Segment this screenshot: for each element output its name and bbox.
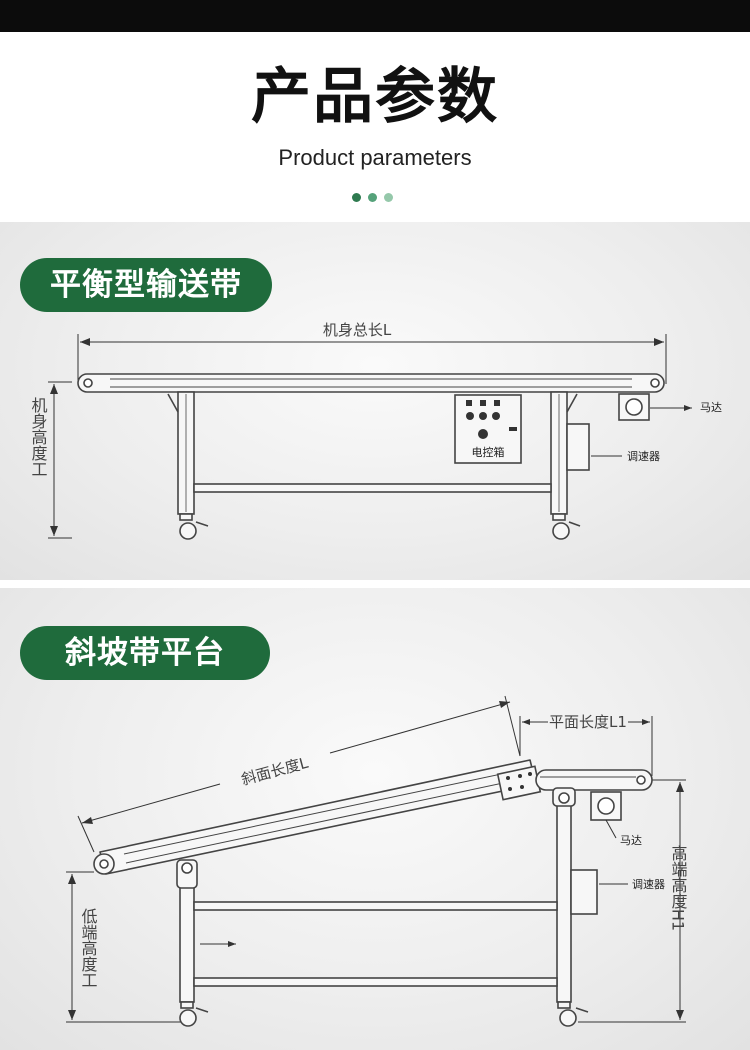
speed-controller-label: 调速器 [632,878,665,891]
flat-belt-frame [535,769,653,791]
brace-right [566,393,578,413]
bolt-1 [506,776,510,780]
roller-left [83,378,93,388]
incline-conveyor-diagram: 平面长度L1 斜面长度L 马达 调速器 低端高度工 高端高度H1 [66,695,688,1027]
high-arrow-down [676,1010,684,1020]
indicator-3 [494,400,500,406]
caster-brake-left [195,521,209,527]
leg-high [556,801,572,1003]
bolt-3 [528,772,532,776]
cross-bar-bottom [193,977,558,987]
motor-leader [605,819,617,839]
slope-arrow-right [499,701,510,708]
brace-left [167,393,179,413]
speed-controller-label: 调速器 [627,450,660,463]
knob-2 [479,412,487,420]
dot-light [384,193,393,202]
flat-end-roller [636,775,646,785]
caster-wheel-left [179,522,197,540]
speed-controller-box [570,869,598,915]
dim-arrow-up [50,384,58,394]
high-height-label: 高端高度H1 [669,845,688,931]
leg-low-pivot [181,862,193,874]
leg-high-pivot [558,792,570,804]
dot-mid [368,193,377,202]
caster-wheel-right [552,522,570,540]
knob-main [478,429,488,439]
caster-mount-low [180,1001,194,1009]
cross-bar [193,483,552,493]
flat-arrow-right [642,719,650,725]
motor-label: 马达 [700,401,722,414]
caster-mount-right [552,513,566,521]
incline-conveyor-panel: 平面长度L1 斜面长度L 马达 调速器 低端高度工 高端高度H1 斜坡带平台 [0,588,750,1050]
caster-brake-high [575,1007,589,1013]
dim-arrow-right [654,338,664,346]
caster-brake-low [195,1007,209,1013]
dim-length-label: 机身总长L [323,321,392,339]
speed-controller-box [566,423,590,471]
bolt-4 [508,787,512,791]
caster-brake-right [568,521,581,527]
slope-ext-bottom [77,815,95,853]
incline-belt-frame [99,759,537,875]
decorative-dots [352,193,393,202]
balanced-conveyor-panel: 机身总长L 马达 调速器 电控箱 机身高度工 平衡型输送带 [0,222,750,580]
section-label-balanced: 平衡型输送带 [20,258,272,312]
slope-dim-line-b [329,701,511,754]
low-leg-arrow [228,941,236,947]
low-arrow-up [68,874,76,884]
dot-dark [352,193,361,202]
page-subtitle: Product parameters [278,145,472,170]
motor-label: 马达 [620,834,642,847]
bolt-5 [520,785,524,789]
top-bar [0,0,750,32]
caster-wheel-high [559,1009,577,1027]
slope-ext-top [504,695,521,757]
cross-bar-top [193,901,558,911]
slope-length-label: 斜面长度L [239,753,310,788]
low-height-label: 低端高度工 [79,908,98,988]
balanced-conveyor-diagram: 机身总长L 马达 调速器 电控箱 机身高度工 [29,321,722,540]
knob-1 [466,412,474,420]
motor-arrow [684,405,692,411]
indicator-1 [466,400,472,406]
low-arrow-down [68,1010,76,1020]
incline-belt-line-a [123,769,521,855]
section-label-incline: 斜坡带平台 [20,626,270,680]
high-arrow-up [676,782,684,792]
control-box-label: 电控箱 [472,445,505,459]
page-title: 产品参数 [251,62,499,132]
incline-belt-line-b [125,778,523,864]
bolt-2 [518,774,522,778]
dim-arrow-down [50,526,58,536]
caster-mount-left [179,513,193,521]
dim-height-label: 机身高度工 [29,397,48,477]
motor-shaft [597,797,615,815]
flat-arrow-left [522,719,530,725]
switch [509,427,517,431]
caster-mount-high [557,1001,571,1009]
motor-shaft [625,398,643,416]
dim-arrow-left [80,338,90,346]
incline-end-roller-hub [99,859,109,869]
indicator-2 [480,400,486,406]
belt-frame [77,373,665,393]
caster-wheel-low [179,1009,197,1027]
slope-dim-line-a [81,783,221,824]
flat-length-label: 平面长度L1 [549,713,627,731]
roller-right [650,378,660,388]
leg-low [179,885,195,1003]
knob-3 [492,412,500,420]
slope-arrow-left [82,817,93,824]
